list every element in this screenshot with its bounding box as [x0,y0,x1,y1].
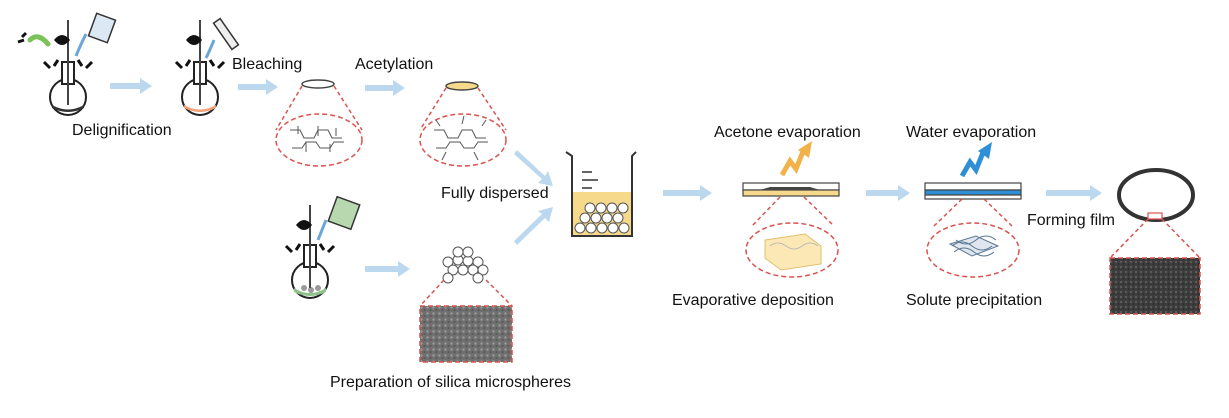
delignification-flask [17,12,117,116]
label-acetylation: Acetylation [355,56,434,73]
arrow-to-beaker-top [514,150,553,186]
label-bleaching: Bleaching [232,56,303,73]
label-silica-microspheres: Preparation of silica microspheres [330,374,571,391]
dispersion-beaker [565,151,637,237]
silica-flask [284,195,361,299]
label-forming-film: Forming film [1027,212,1116,229]
flow-arrows [110,78,1102,277]
film-sem-image [1109,257,1201,315]
bleaching-fiber-zoom [275,79,363,167]
label-delignification: Delignification [72,122,172,139]
label-fully-dispersed: Fully dispersed [441,185,549,202]
label-acetone-evaporation: Acetone evaporation [714,124,861,141]
bleaching-flask [174,17,240,116]
arrow-acetyl-next [365,80,405,96]
acetone-evaporation-plate [742,141,840,278]
arrow-plate2-to-film [1046,185,1102,201]
arrow-deligni-to-bleach [110,78,152,94]
label-solute-precipitation: Solute precipitation [906,292,1043,309]
arrow-silica-to-micro [365,261,410,277]
arrow-to-beaker-bottom [514,207,553,245]
film-output [1109,168,1201,315]
arrow-bleach-to-acetyl [238,79,278,95]
arrow-beaker-to-plate1 [663,185,712,201]
silica-microspheres [419,246,513,363]
acetylation-fiber-zoom [419,81,507,167]
label-water-evaporation: Water evaporation [906,124,1037,141]
silica-sem-image [419,305,513,363]
water-evaporation-plate [924,142,1022,278]
arrow-plate1-to-plate2 [866,185,910,201]
label-evaporative-deposition: Evaporative deposition [672,292,834,309]
